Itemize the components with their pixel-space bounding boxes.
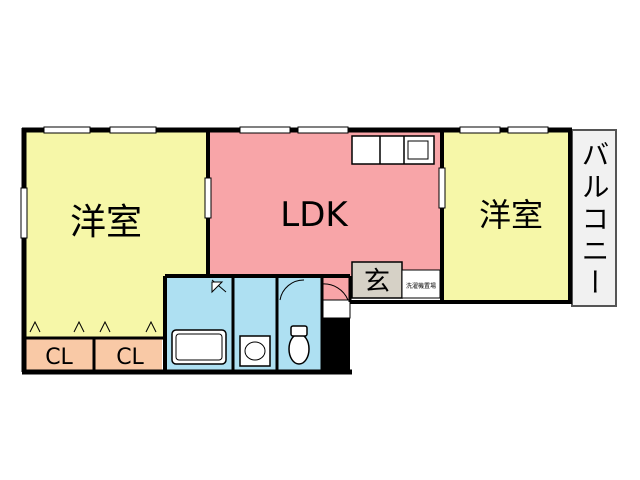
western-room-right bbox=[442, 130, 570, 300]
closet-1-label: CL bbox=[45, 345, 73, 370]
closet-door-marks bbox=[29, 320, 157, 333]
entrance-label: 玄 bbox=[364, 267, 390, 297]
balcony bbox=[571, 129, 617, 307]
western-room-left-label: 洋室 bbox=[70, 202, 142, 243]
ldk-lower-area bbox=[208, 276, 350, 300]
closet-1 bbox=[24, 338, 94, 372]
entry-door-block bbox=[322, 318, 350, 372]
entry-step bbox=[321, 299, 351, 319]
toilet-icon bbox=[288, 325, 310, 365]
western-room-right-label: 洋室 bbox=[479, 196, 543, 234]
kitchen-sink-icon bbox=[407, 140, 429, 160]
closet-2 bbox=[94, 338, 162, 372]
windows bbox=[20, 126, 549, 239]
closet-2-label: CL bbox=[116, 345, 144, 370]
ldk-label: LDK bbox=[280, 195, 349, 235]
bathtub-icon bbox=[171, 329, 227, 365]
balcony-label: バルコニー bbox=[578, 140, 611, 300]
laundry-space-label: 洗濯機置場 bbox=[406, 282, 436, 290]
door-swings bbox=[211, 279, 349, 301]
laundry-space bbox=[401, 269, 441, 299]
